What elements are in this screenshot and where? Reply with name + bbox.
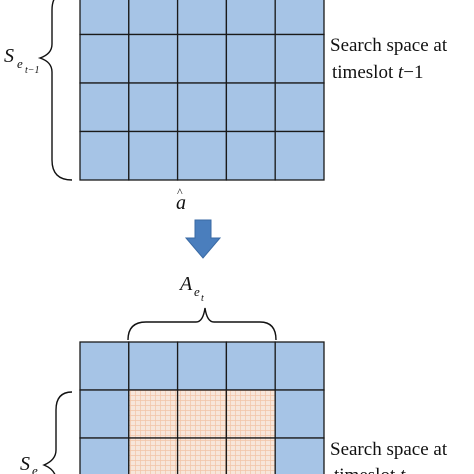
- bottom-grid-cell-r2-c2: [176, 437, 228, 474]
- top-grid-cell-r3-c1: [128, 130, 179, 181]
- top-grid-cell-r1-c4: [274, 33, 325, 84]
- bottom-brace-sub: e: [32, 463, 38, 474]
- top-grid-cell-r0-c4: [274, 0, 325, 36]
- top-grid-cell-r3-c0: [79, 130, 130, 181]
- bottom-grid-cell-r0-c3: [225, 341, 276, 391]
- top-brace-symbol: S: [4, 45, 14, 67]
- middle-sub: e: [194, 284, 200, 299]
- bottom-search-space-grid: [79, 341, 325, 474]
- middle-symbol: A: [178, 273, 193, 295]
- top-grid-cell-r3-c4: [274, 130, 325, 181]
- top-grid-cell-r0-c2: [176, 0, 228, 36]
- bottom-grid-cell-r0-c2: [176, 341, 228, 391]
- top-grid-cell-r1-c2: [176, 33, 228, 84]
- bottom-brace-symbol: S: [20, 453, 30, 474]
- top-caption-line2: timeslot t−1: [332, 62, 423, 83]
- top-grid-cell-r2-c0: [79, 82, 130, 133]
- top-search-space-grid: [79, 0, 325, 181]
- bottom-grid-cell-r1-c2: [176, 389, 228, 439]
- bottom-grid-cell-r1-c1: [128, 389, 179, 439]
- bottom-grid-cell-r2-c4: [274, 437, 325, 474]
- a-hat-label: a: [176, 192, 186, 214]
- bottom-grid-cell-r2-c1: [128, 437, 179, 474]
- top-brace-sub: e: [17, 56, 23, 71]
- top-grid-cell-r1-c0: [79, 33, 130, 84]
- down-arrow-icon: [184, 219, 222, 259]
- top-left-brace: [37, 0, 73, 181]
- bottom-grid-cell-r1-c0: [79, 389, 130, 439]
- top-grid-cell-r3-c3: [225, 130, 276, 181]
- highlight-brace: [127, 307, 277, 341]
- top-grid-cell-r0-c1: [128, 0, 179, 36]
- middle-subsub: t: [201, 293, 204, 304]
- top-grid-cell-r2-c3: [225, 82, 276, 133]
- top-grid-cell-r3-c2: [176, 130, 228, 181]
- top-grid-cell-r2-c4: [274, 82, 325, 133]
- bottom-grid-cell-r0-c4: [274, 341, 325, 391]
- top-grid-cell-r0-c3: [225, 0, 276, 36]
- bottom-grid-cell-r2-c3: [225, 437, 276, 474]
- top-grid-cell-r0-c0: [79, 0, 130, 36]
- bottom-caption-line1: Search space at: [330, 439, 448, 460]
- top-brace-subsub: t−1: [25, 65, 40, 76]
- bottom-grid-cell-r2-c0: [79, 437, 130, 474]
- bottom-left-brace: [42, 391, 73, 474]
- bottom-grid-cell-r0-c1: [128, 341, 179, 391]
- top-grid-cell-r2-c2: [176, 82, 228, 133]
- top-grid-cell-r1-c1: [128, 33, 179, 84]
- bottom-grid-cell-r1-c4: [274, 389, 325, 439]
- bottom-grid-cell-r1-c3: [225, 389, 276, 439]
- bottom-caption-line2: timeslot t: [334, 465, 406, 474]
- top-caption-line1: Search space at: [330, 35, 448, 56]
- bottom-grid-cell-r0-c0: [79, 341, 130, 391]
- top-grid-cell-r1-c3: [225, 33, 276, 84]
- a-hat-accent: ^: [177, 185, 183, 199]
- top-grid-cell-r2-c1: [128, 82, 179, 133]
